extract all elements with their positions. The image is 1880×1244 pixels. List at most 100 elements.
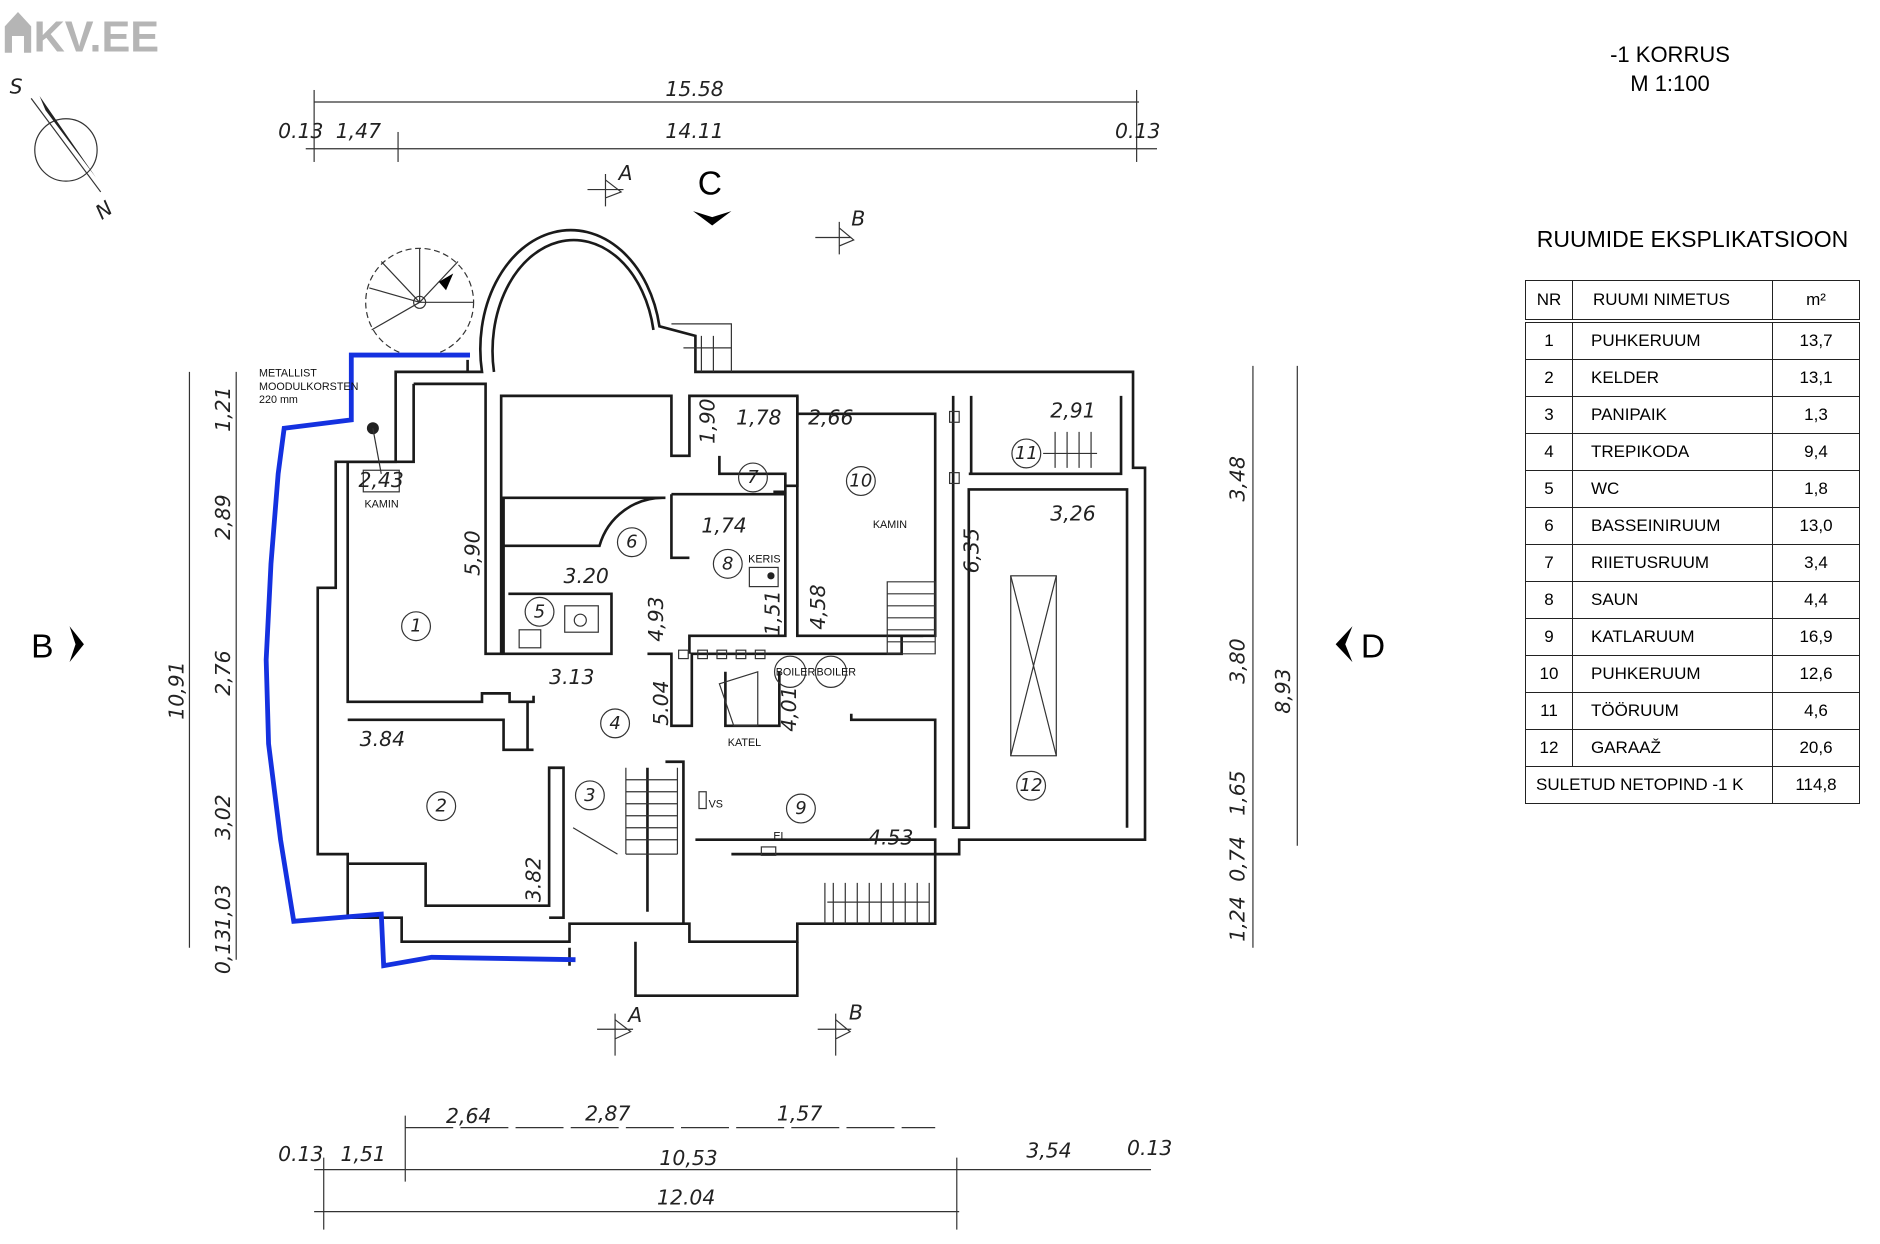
svg-text:3.82: 3.82 [522, 857, 546, 902]
table-header-row: NR RUUMI NIMETUS m² [1525, 280, 1860, 323]
svg-text:1,03: 1,03 [211, 884, 235, 929]
svg-text:3,26: 3,26 [1050, 502, 1095, 526]
svg-text:1,21: 1,21 [211, 386, 235, 431]
spiral-stair [365, 247, 475, 357]
room-nr: 10 [1525, 655, 1573, 693]
section-cut-markers: A B A B [587, 161, 865, 1056]
svg-text:5,90: 5,90 [461, 530, 485, 575]
total-label: SULETUD NETOPIND -1 K [1525, 766, 1773, 804]
room-nr: 4 [1525, 433, 1573, 471]
section-b-arrow-icon [69, 626, 84, 663]
section-c-arrow-icon [693, 211, 732, 226]
svg-text:1,90: 1,90 [696, 398, 720, 443]
room-nr: 2 [1525, 359, 1573, 397]
svg-text:4,93: 4,93 [644, 596, 668, 641]
svg-text:0.13: 0.13 [1115, 119, 1160, 143]
svg-text:2,91: 2,91 [1050, 398, 1095, 422]
svg-text:3,54: 3,54 [1026, 1139, 1071, 1163]
svg-text:3.13: 3.13 [549, 665, 594, 689]
svg-text:2,87: 2,87 [585, 1101, 630, 1125]
svg-text:0.13: 0.13 [1127, 1136, 1172, 1160]
svg-text:2,66: 2,66 [808, 406, 853, 430]
svg-text:15.58: 15.58 [665, 77, 723, 101]
room-name: KELDER [1572, 359, 1773, 397]
room-numbers: 1 2 3 4 5 6 7 8 9 10 11 12 [401, 438, 1047, 824]
room-area: 9,4 [1772, 433, 1860, 471]
kamin-label: KAMIN [364, 498, 398, 510]
svg-text:3: 3 [584, 785, 595, 806]
svg-text:A: A [617, 161, 633, 185]
room-area: 1,8 [1772, 470, 1860, 508]
walls [316, 228, 1147, 997]
room-name: PANIPAIK [1572, 396, 1773, 434]
svg-text:4: 4 [609, 713, 620, 734]
room-name: KATLARUUM [1572, 618, 1773, 656]
svg-text:5.04: 5.04 [649, 680, 673, 725]
top-dimensions: 15.58 0.13 1,47 14.11 0.13 [278, 77, 1160, 162]
el-label: EL [773, 831, 786, 843]
boiler-label: BOILER [817, 666, 857, 678]
vs-label: VS [709, 798, 723, 810]
svg-text:4.53: 4.53 [868, 826, 913, 850]
svg-text:7: 7 [747, 467, 759, 488]
floor-title: -1 KORRUS M 1:100 [1560, 40, 1780, 98]
svg-text:9: 9 [795, 798, 806, 819]
room-dimensions: 1,90 1,78 2,66 2,91 3,26 6,35 1,74 5,90 … [358, 398, 1095, 902]
svg-text:2,43: 2,43 [358, 468, 403, 492]
room-nr: 9 [1525, 618, 1573, 656]
svg-text:1,74: 1,74 [701, 514, 746, 538]
room-nr: 7 [1525, 544, 1573, 582]
room-nr: 11 [1525, 692, 1573, 730]
room-area: 12,6 [1772, 655, 1860, 693]
room-name: SAUN [1572, 581, 1773, 619]
svg-text:4,58: 4,58 [806, 584, 830, 629]
room-area: 4,4 [1772, 581, 1860, 619]
svg-text:6,35: 6,35 [959, 528, 983, 573]
svg-text:1: 1 [410, 616, 421, 637]
svg-text:2,89: 2,89 [211, 494, 235, 539]
kv-ee-logo: KV.EE [4, 11, 159, 62]
svg-text:A: A [626, 1003, 642, 1027]
fixtures [362, 410, 960, 856]
svg-text:6: 6 [626, 532, 637, 553]
svg-text:8,93: 8,93 [1271, 668, 1295, 713]
table-total-row: SULETUD NETOPIND -1 K 114,8 [1525, 766, 1860, 804]
room-nr: 8 [1525, 581, 1573, 619]
room-area: 1,3 [1772, 396, 1860, 434]
room-name: PUHKERUUM [1572, 320, 1773, 360]
svg-text:3.84: 3.84 [360, 727, 405, 751]
katel-label: KATEL [728, 737, 761, 749]
keris-label: KERIS [748, 554, 780, 566]
room-area: 20,6 [1772, 729, 1860, 767]
floor-label: -1 KORRUS [1610, 42, 1730, 67]
left-dimensions: 1,21 2,89 2,76 10,91 3,02 1,03 0,13 [164, 371, 237, 974]
column-header-area: m² [1772, 280, 1860, 323]
room-name: GARAAŽ [1572, 729, 1773, 767]
svg-text:1,78: 1,78 [736, 406, 781, 430]
section-d-arrow-icon [1335, 626, 1353, 663]
column-header-name: RUUMI NIMETUS [1572, 280, 1773, 323]
svg-text:11: 11 [1015, 443, 1038, 464]
svg-text:12.04: 12.04 [657, 1185, 715, 1209]
room-name: PUHKERUUM [1572, 655, 1773, 693]
section-c-label: C [698, 165, 722, 202]
section-d-label: D [1361, 628, 1385, 665]
room-name: BASSEINIRUUM [1572, 507, 1773, 545]
chimney-label: MOODULKORSTEN [259, 381, 358, 393]
svg-text:3,80: 3,80 [1226, 638, 1250, 683]
boiler-label: BOILER [776, 666, 816, 678]
room-nr: 3 [1525, 396, 1573, 434]
svg-text:4,01: 4,01 [777, 686, 801, 731]
svg-text:10: 10 [849, 471, 872, 492]
room-nr: 1 [1525, 320, 1573, 360]
room-nr: 6 [1525, 507, 1573, 545]
